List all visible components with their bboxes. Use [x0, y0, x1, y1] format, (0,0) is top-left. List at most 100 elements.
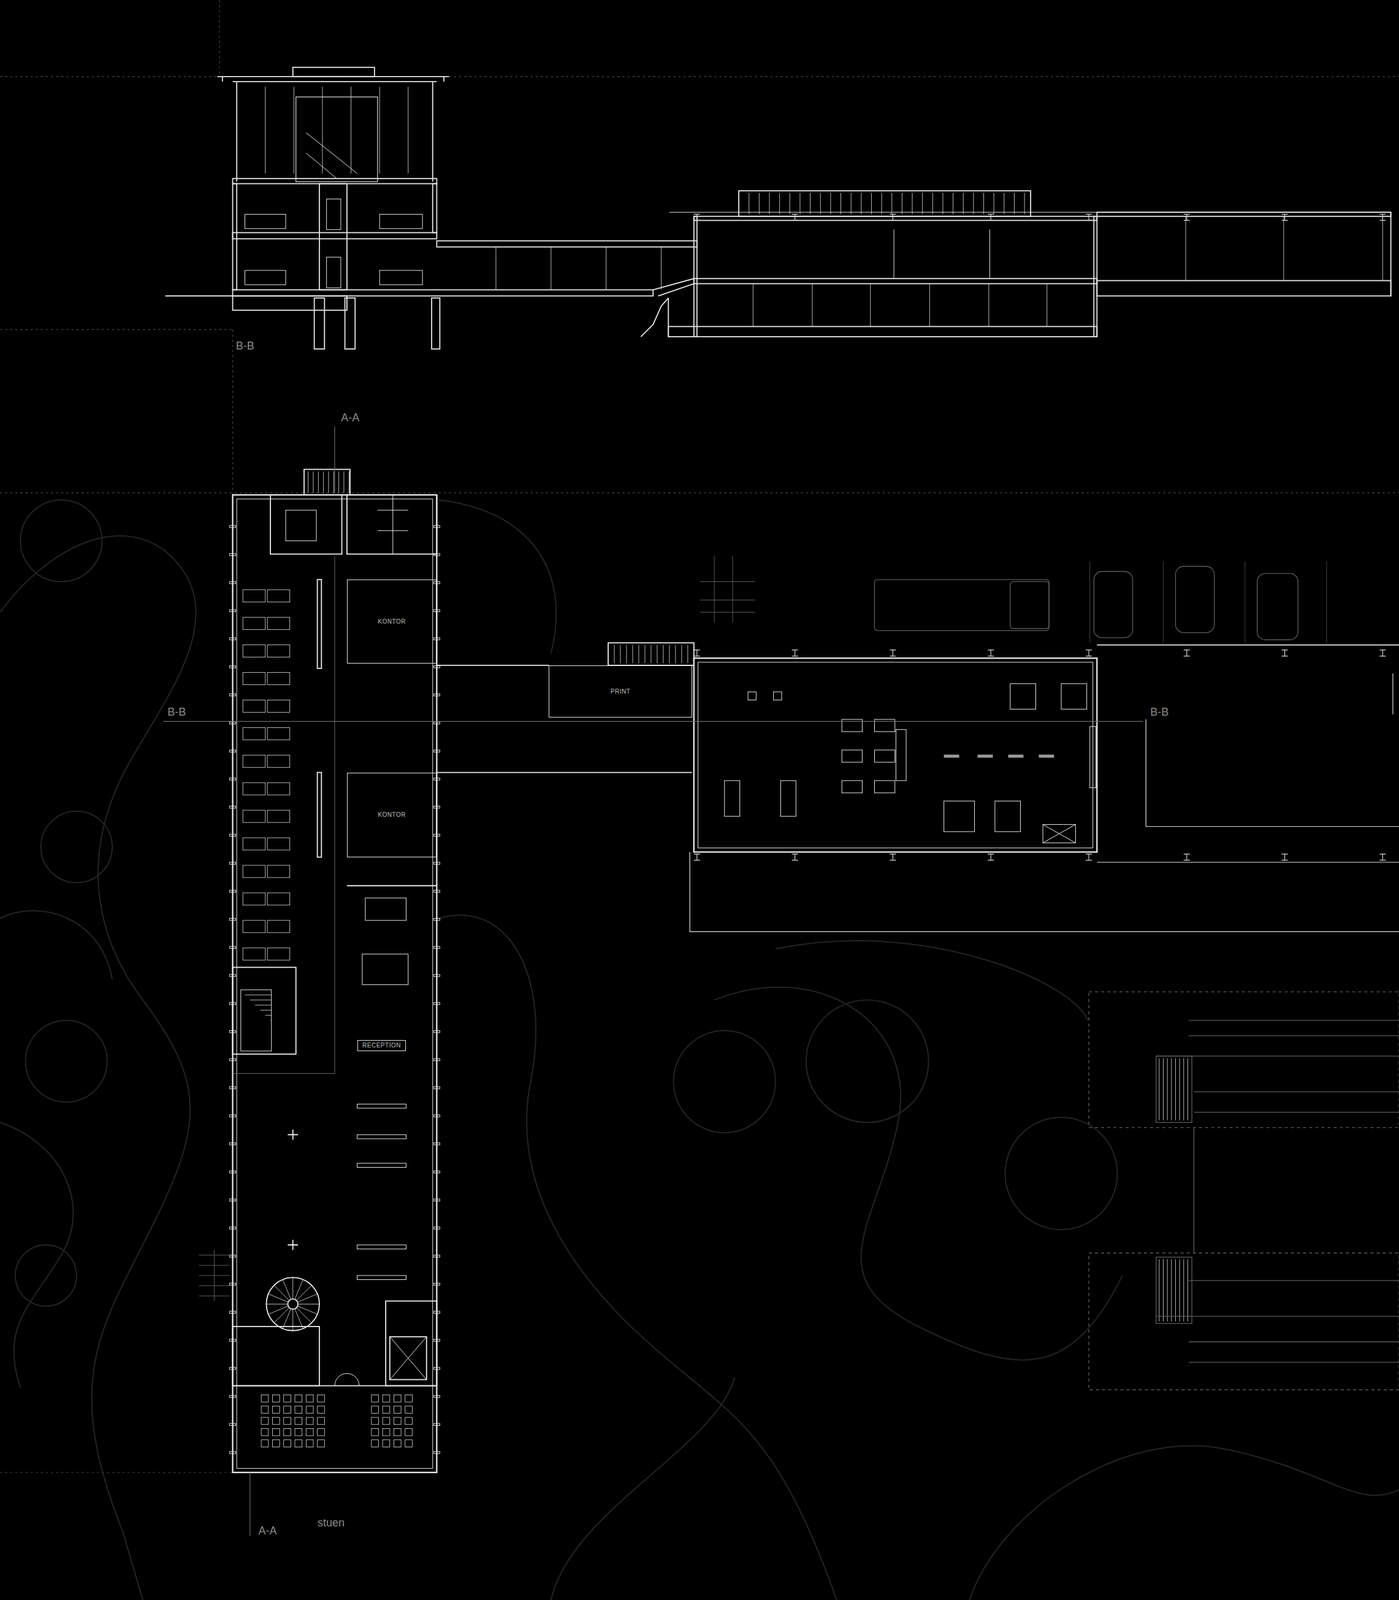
site-context: [199, 1249, 230, 1301]
plan-detail: [1013, 192, 1015, 214]
section-drawing: [693, 216, 1097, 221]
plan-detail: [294, 1427, 303, 1436]
guide-line: [218, 0, 220, 77]
plan-detail: [283, 1427, 292, 1436]
plan-detail: [1379, 853, 1386, 861]
plan-detail: [350, 86, 352, 173]
plan-detail: [255, 1004, 272, 1005]
plan-detail: [871, 192, 872, 214]
floor-plan: [317, 579, 322, 669]
plan-detail: [1281, 213, 1289, 221]
plan-detail: [393, 1427, 401, 1436]
plan-detail: [305, 1405, 314, 1414]
floor-plan: [270, 494, 343, 555]
plan-detail: [1085, 649, 1092, 656]
plan-detail: [296, 1284, 313, 1301]
section-drawing: [326, 198, 341, 230]
floor-plan: [874, 780, 895, 793]
floor-plan: [232, 556, 335, 1074]
floor-plan: [1096, 861, 1399, 862]
plan-detail: [693, 853, 701, 861]
plan-detail: [687, 644, 688, 664]
room-name: RECEPTION: [361, 1041, 403, 1049]
guide-line: [0, 0, 1399, 1472]
site-context: [1175, 565, 1214, 633]
floor-plan: [357, 1103, 407, 1108]
plan-detail: [881, 192, 883, 214]
section-drawing: [232, 289, 654, 297]
plan-detail: [620, 644, 622, 664]
plan-detail: [264, 86, 266, 173]
plan-detail: [272, 1416, 280, 1425]
floor-plan: [436, 664, 549, 666]
plan-detail: [987, 853, 994, 861]
terrain-contour: [969, 1445, 1399, 1600]
plan-detail: [650, 644, 652, 664]
terrain-contour: [0, 1121, 73, 1388]
plan-detail: [242, 865, 266, 878]
floor-plan: [389, 1336, 427, 1380]
plan-detail: [789, 192, 791, 214]
section-drawing: [217, 76, 450, 82]
section-marker: [163, 426, 1143, 1536]
section-marker-label: B-B: [234, 339, 256, 353]
floor-plan: [689, 851, 1399, 932]
floor-plan: [287, 1298, 298, 1309]
floor-plan: [357, 1162, 407, 1168]
section-drawing: [432, 183, 438, 233]
site-context: [1156, 1256, 1192, 1323]
floor-plan: [1042, 823, 1076, 843]
site-context: [1088, 991, 1399, 1127]
plan-detail: [242, 892, 266, 905]
plan-detail: [932, 192, 934, 214]
section-drawing: [165, 295, 233, 297]
plan-detail: [242, 809, 266, 823]
plan-detail: [343, 471, 344, 493]
section-drawing: [293, 67, 375, 77]
plan-detail: [891, 192, 893, 214]
plan-detail: [1170, 1057, 1172, 1120]
plan-detail: [668, 644, 670, 664]
plan-detail: [405, 1427, 413, 1436]
plan-detail: [312, 471, 314, 493]
plan-detail: [297, 1293, 317, 1302]
plan-detail: [942, 192, 943, 214]
floor-plan: [385, 1300, 437, 1385]
terrain-contour: [673, 1030, 776, 1133]
plan-detail: [305, 1427, 314, 1436]
plan-detail: [297, 1303, 320, 1304]
plan-detail: [242, 837, 266, 850]
plan-detail: [407, 86, 409, 173]
section-drawing: [893, 229, 990, 279]
plan-detail: [242, 727, 266, 740]
plan-detail: [371, 1394, 379, 1403]
plan-detail: [809, 192, 811, 214]
floor-plan: [346, 494, 437, 555]
section-drawing: [232, 178, 438, 184]
plan-detail: [769, 192, 771, 214]
plan-detail: [1183, 853, 1190, 861]
floor-plan: [287, 1129, 298, 1250]
plan-detail: [244, 994, 271, 995]
section-drawing: [165, 67, 1392, 349]
plan-detail: [272, 1439, 280, 1447]
plan-detail: [242, 644, 266, 658]
section-drawing: [379, 213, 423, 229]
plan-detail: [987, 649, 994, 656]
terrain-contour: [775, 940, 1088, 1021]
floor-plan: [841, 749, 862, 763]
plan-detail: [952, 192, 954, 214]
section-drawing: [652, 278, 694, 296]
plan-detail: [614, 644, 615, 664]
floor-plan: [317, 772, 322, 858]
terrain-contour: [25, 1020, 108, 1102]
plan-detail: [261, 1394, 269, 1403]
site-context: [700, 556, 756, 623]
plan-detail: [1185, 216, 1187, 281]
plan-detail: [297, 1305, 317, 1314]
plan-detail: [274, 1307, 290, 1323]
plan-detail: [393, 1416, 401, 1425]
plan-detail: [274, 1284, 290, 1301]
